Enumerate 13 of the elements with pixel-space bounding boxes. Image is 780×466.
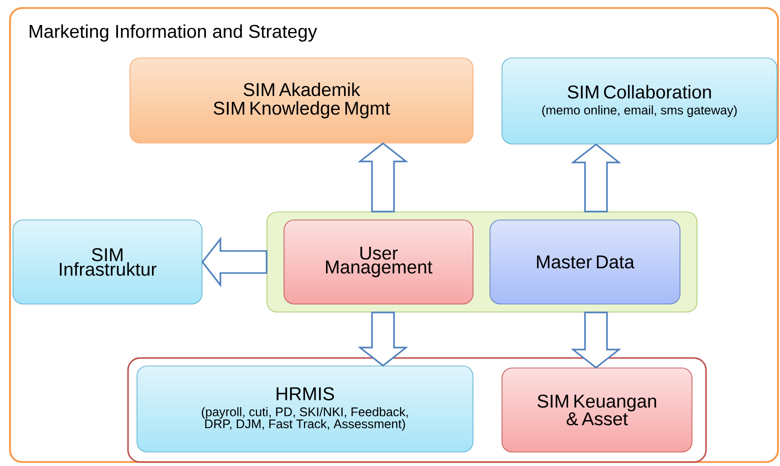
system-box: SIM Keuangan & Asset (502, 368, 692, 452)
system-box: SIM Infrastruktur (12, 220, 202, 304)
system-box: SIM Collaboration (memo online, email, sms gateway) (502, 58, 778, 144)
block-arrow (358, 312, 408, 367)
system-box: SIM Akademik SIM Knowledge Mgmt (130, 58, 474, 144)
block-arrow (358, 142, 408, 212)
system-box: User Management (284, 220, 474, 304)
heading: Marketing Information and Strategy (30, 24, 318, 42)
block-arrow (570, 143, 622, 212)
system-box: HRMIS (payroll, cuti, PD, SKI/NKI, Feedback, DRP, DJM, Fast Track, Assessment) (136, 366, 474, 452)
system-box: Master Data (490, 220, 680, 304)
block-arrow (201, 236, 268, 288)
block-arrow (570, 312, 622, 369)
